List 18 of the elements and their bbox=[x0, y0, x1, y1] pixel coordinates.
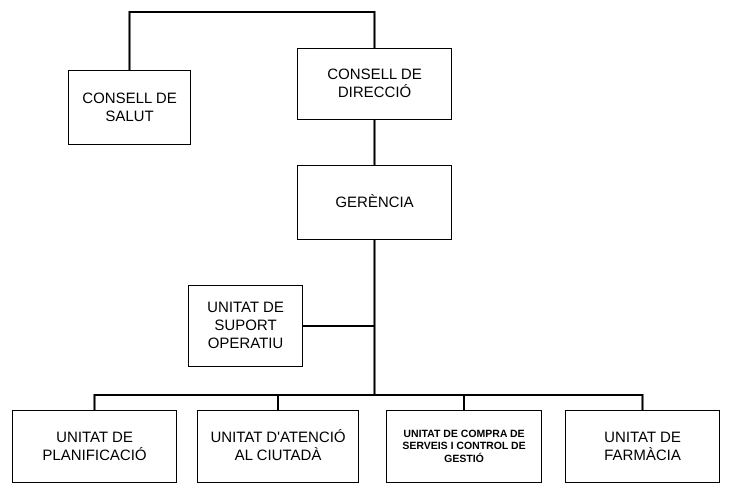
connector-line bbox=[128, 11, 376, 70]
unit-name: CONSELL DE DIRECCIÓ bbox=[326, 66, 423, 102]
org-unit-box bbox=[197, 410, 359, 483]
unit-name: UNITAT DE COMPRA DE SERVEIS I CONTROL DE GESTIÓ bbox=[401, 428, 527, 466]
org-unit-box bbox=[565, 410, 720, 483]
org-unit-box bbox=[12, 410, 177, 483]
org-unit-box bbox=[68, 70, 191, 145]
unit-name: UNITAT DE FARMÀCIA bbox=[603, 428, 682, 464]
unit-name: CONSELL DE SALUT bbox=[81, 90, 178, 126]
org-unit-box bbox=[297, 165, 452, 240]
connector-line bbox=[374, 120, 376, 165]
org-unit-box bbox=[188, 285, 303, 367]
unit-name: GERÈNCIA bbox=[334, 194, 415, 212]
org-unit-box bbox=[386, 410, 542, 483]
org-unit-box bbox=[297, 48, 452, 120]
unit-name: UNITAT DE SUPORT OPERATIU bbox=[206, 299, 285, 353]
unit-name: UNITAT D'ATENCIÓ AL CIUTADÀ bbox=[209, 428, 347, 464]
unit-name: UNITAT DE PLANIFICACIÓ bbox=[41, 428, 148, 464]
